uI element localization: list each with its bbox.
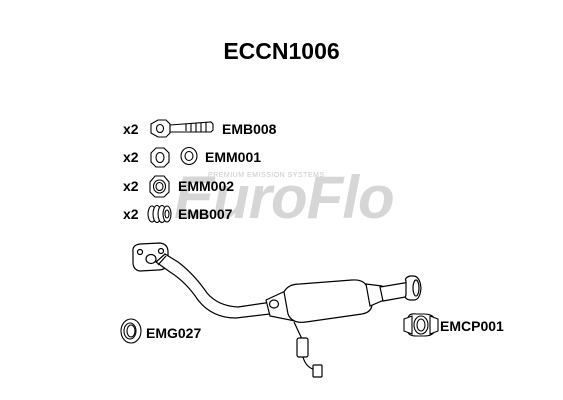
watermark-brand: EuroFlo [174, 164, 395, 231]
fitting-code: EMB008 [222, 121, 277, 137]
fitting-qty: x2 [123, 121, 139, 137]
spring-icon [147, 204, 172, 224]
fitting-code: EMM001 [205, 149, 262, 165]
fitting-qty: x2 [123, 206, 139, 222]
exhaust-pipe [132, 242, 273, 319]
gasket-code: EMG027 [146, 325, 202, 341]
fitting-qty: x2 [123, 178, 139, 194]
part-number-title: ECCN1006 [223, 38, 340, 64]
gasket-ring-icon [120, 318, 142, 344]
fitting-code: EMM002 [178, 178, 235, 194]
watermark-tagline: PREMIUM EMISSION SYSTEMS [208, 172, 325, 179]
fitting-qty: x2 [123, 149, 139, 165]
clamp-code: EMCP001 [440, 318, 504, 334]
nut-washer-icon [150, 146, 198, 168]
nut-icon [149, 175, 170, 198]
catalytic-converter-icon [265, 275, 422, 378]
fitting-code: EMB007 [178, 206, 233, 222]
bolt-icon [150, 119, 214, 138]
pipe-clamp-icon [403, 313, 439, 337]
